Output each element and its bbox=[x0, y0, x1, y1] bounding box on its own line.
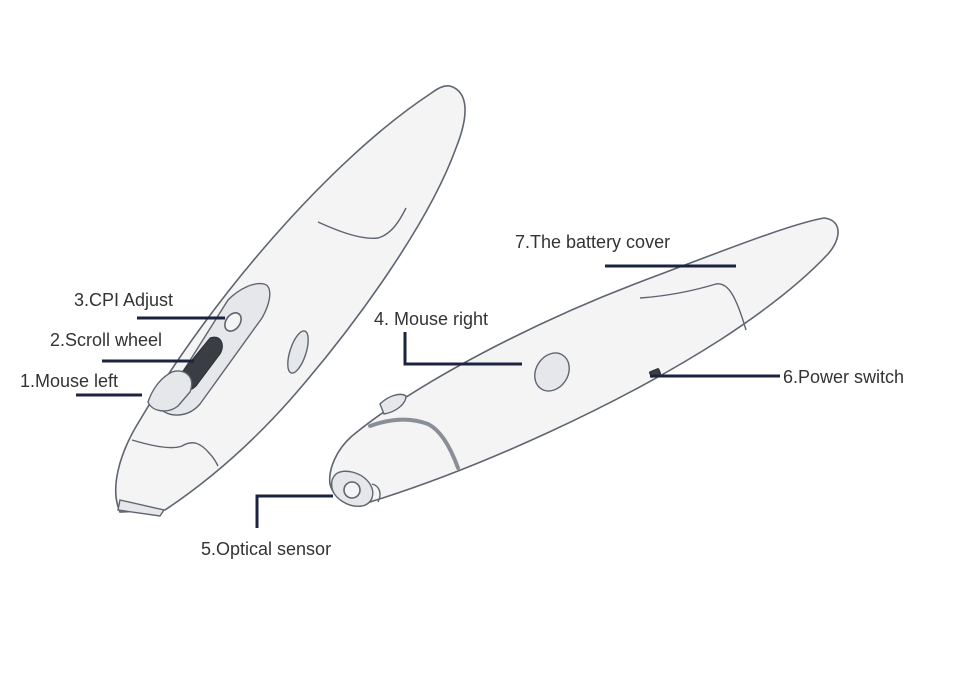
pen-front-upper-seam bbox=[317, 207, 407, 239]
label-cpi-adjust: 3.CPI Adjust bbox=[74, 290, 174, 310]
pen-front-tip bbox=[117, 499, 166, 517]
leader-mouse-right bbox=[403, 332, 522, 366]
label-mouse-right: 4. Mouse right bbox=[374, 309, 489, 329]
pen-front-view bbox=[114, 85, 466, 517]
pen-rear-front-band bbox=[368, 417, 460, 470]
pen-rear-side-nub bbox=[379, 393, 407, 415]
label-optical-sensor: 5.Optical sensor bbox=[201, 539, 332, 559]
optical-sensor-lens bbox=[343, 481, 361, 499]
pen-front-side-button bbox=[287, 330, 309, 374]
leader-optical-sensor bbox=[255, 494, 333, 528]
label-mouse-left: 1.Mouse left bbox=[20, 371, 119, 391]
label-power-switch: 6.Power switch bbox=[783, 367, 905, 387]
cpi-button[interactable] bbox=[222, 310, 245, 334]
pen-front-body bbox=[114, 85, 466, 513]
battery-cover-seam bbox=[639, 283, 747, 331]
label-battery-cover: 7.The battery cover bbox=[515, 232, 671, 252]
left-button[interactable] bbox=[147, 370, 193, 412]
pen-front-lower-seam bbox=[131, 439, 219, 467]
label-scroll-wheel: 2.Scroll wheel bbox=[50, 330, 163, 350]
pen-rear-lower-seam bbox=[371, 483, 381, 503]
leader-lines bbox=[76, 264, 780, 528]
right-button[interactable] bbox=[528, 347, 576, 398]
pen-rear-view bbox=[328, 217, 839, 507]
